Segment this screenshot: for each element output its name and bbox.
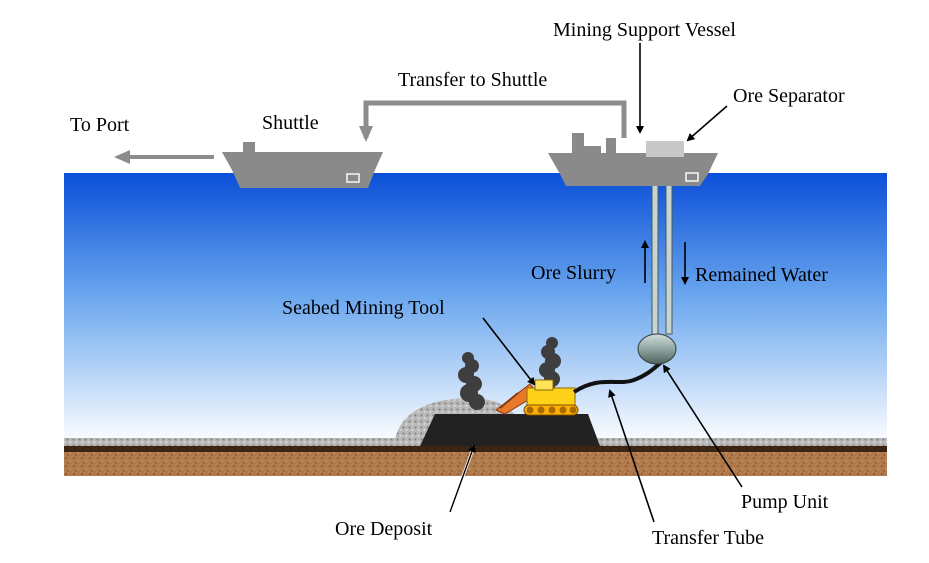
ship-icon — [548, 153, 718, 186]
label-transfer-to-shuttle: Transfer to Shuttle — [398, 69, 547, 91]
flexible-hose — [572, 358, 666, 394]
label-remained-water: Remained Water — [695, 264, 828, 286]
label-to-port: To Port — [70, 114, 130, 136]
pump-pointer-arrow — [662, 364, 743, 488]
label-seabed-mining-tool: Seabed Mining Tool — [282, 297, 445, 319]
seabed-mining-tool — [495, 379, 579, 416]
label-ore-deposit: Ore Deposit — [335, 518, 433, 540]
mining-support-vessel — [548, 133, 718, 186]
pump-icon — [637, 333, 677, 365]
ore-deposit-pointer-arrow-inner — [449, 444, 476, 513]
ore-deposit — [420, 414, 600, 446]
seabed-crust-line — [64, 446, 887, 452]
riser-pipe-water — [665, 183, 673, 335]
label-transfer-tube: Transfer Tube — [652, 527, 764, 549]
crawler-body — [526, 387, 576, 407]
label-mining-support-vessel: Mining Support Vessel — [553, 19, 736, 41]
shuttle — [222, 142, 383, 188]
separator-pointer-arrow — [686, 105, 728, 142]
label-ore-separator: Ore Separator — [733, 85, 845, 107]
label-pump-unit: Pump Unit — [741, 491, 829, 513]
ship-icon — [222, 152, 383, 188]
cutter-boom-arm — [499, 392, 519, 409]
riser-pipe-ore — [651, 183, 659, 343]
transfer-to-shuttle-arrow — [359, 100, 627, 142]
sediment-plume-left — [458, 352, 485, 410]
crawler-cab — [534, 379, 554, 391]
seabed-sediment — [64, 452, 887, 476]
mining-tool-pointer-arrow — [482, 317, 536, 386]
transfer-tube-pointer-arrow — [608, 389, 655, 523]
label-ore-slurry: Ore Slurry — [531, 262, 616, 284]
ore-separator-box — [646, 141, 684, 157]
label-shuttle: Shuttle — [262, 112, 319, 134]
